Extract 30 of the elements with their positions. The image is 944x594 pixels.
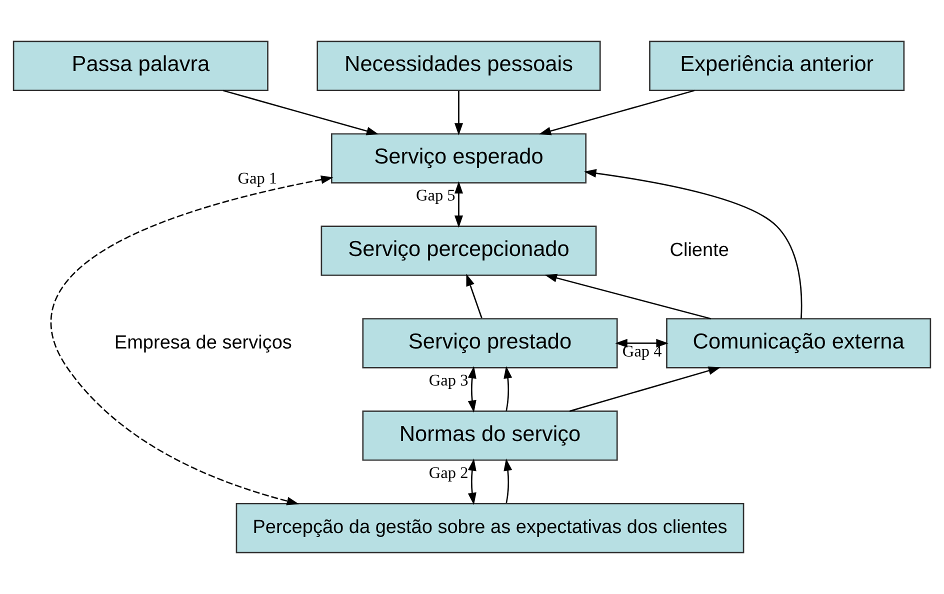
- edge-label: Gap 2: [428, 462, 468, 482]
- arrow: [466, 274, 482, 318]
- node-box: Percepção da gestão sobre as expectativas dos clientes: [236, 502, 744, 554]
- arrow: [538, 90, 695, 136]
- arrow: [584, 169, 802, 319]
- arrow: [50, 175, 334, 506]
- edge-label: Gap 1: [238, 168, 278, 188]
- arrow: [454, 181, 464, 228]
- arrow: [569, 366, 721, 412]
- edge-label: Gap 3: [428, 370, 468, 390]
- arrow: [615, 338, 668, 348]
- arrow: [468, 366, 476, 413]
- node-box: Experiência anterior: [649, 40, 905, 92]
- label: Cliente: [670, 240, 729, 261]
- arrow: [504, 366, 512, 411]
- arrow: [504, 458, 512, 504]
- arrow: [222, 90, 379, 136]
- node-box: Passa palavra: [12, 40, 268, 92]
- node-box: Serviço percepcionado: [320, 226, 597, 276]
- edge-label: Gap 5: [416, 185, 456, 204]
- node-box: Serviço prestado: [362, 318, 618, 368]
- node-box: Necessidades pessoais: [316, 40, 601, 92]
- arrow: [544, 274, 712, 320]
- edge-label: Gap 4: [622, 341, 662, 360]
- arrow: [454, 90, 464, 136]
- node-box: Normas do serviço: [362, 410, 618, 461]
- label: Empresa de serviços: [114, 332, 292, 354]
- node-box: Comunicação externa: [666, 318, 932, 368]
- arrow: [468, 458, 476, 506]
- node-box: Serviço esperado: [330, 133, 587, 184]
